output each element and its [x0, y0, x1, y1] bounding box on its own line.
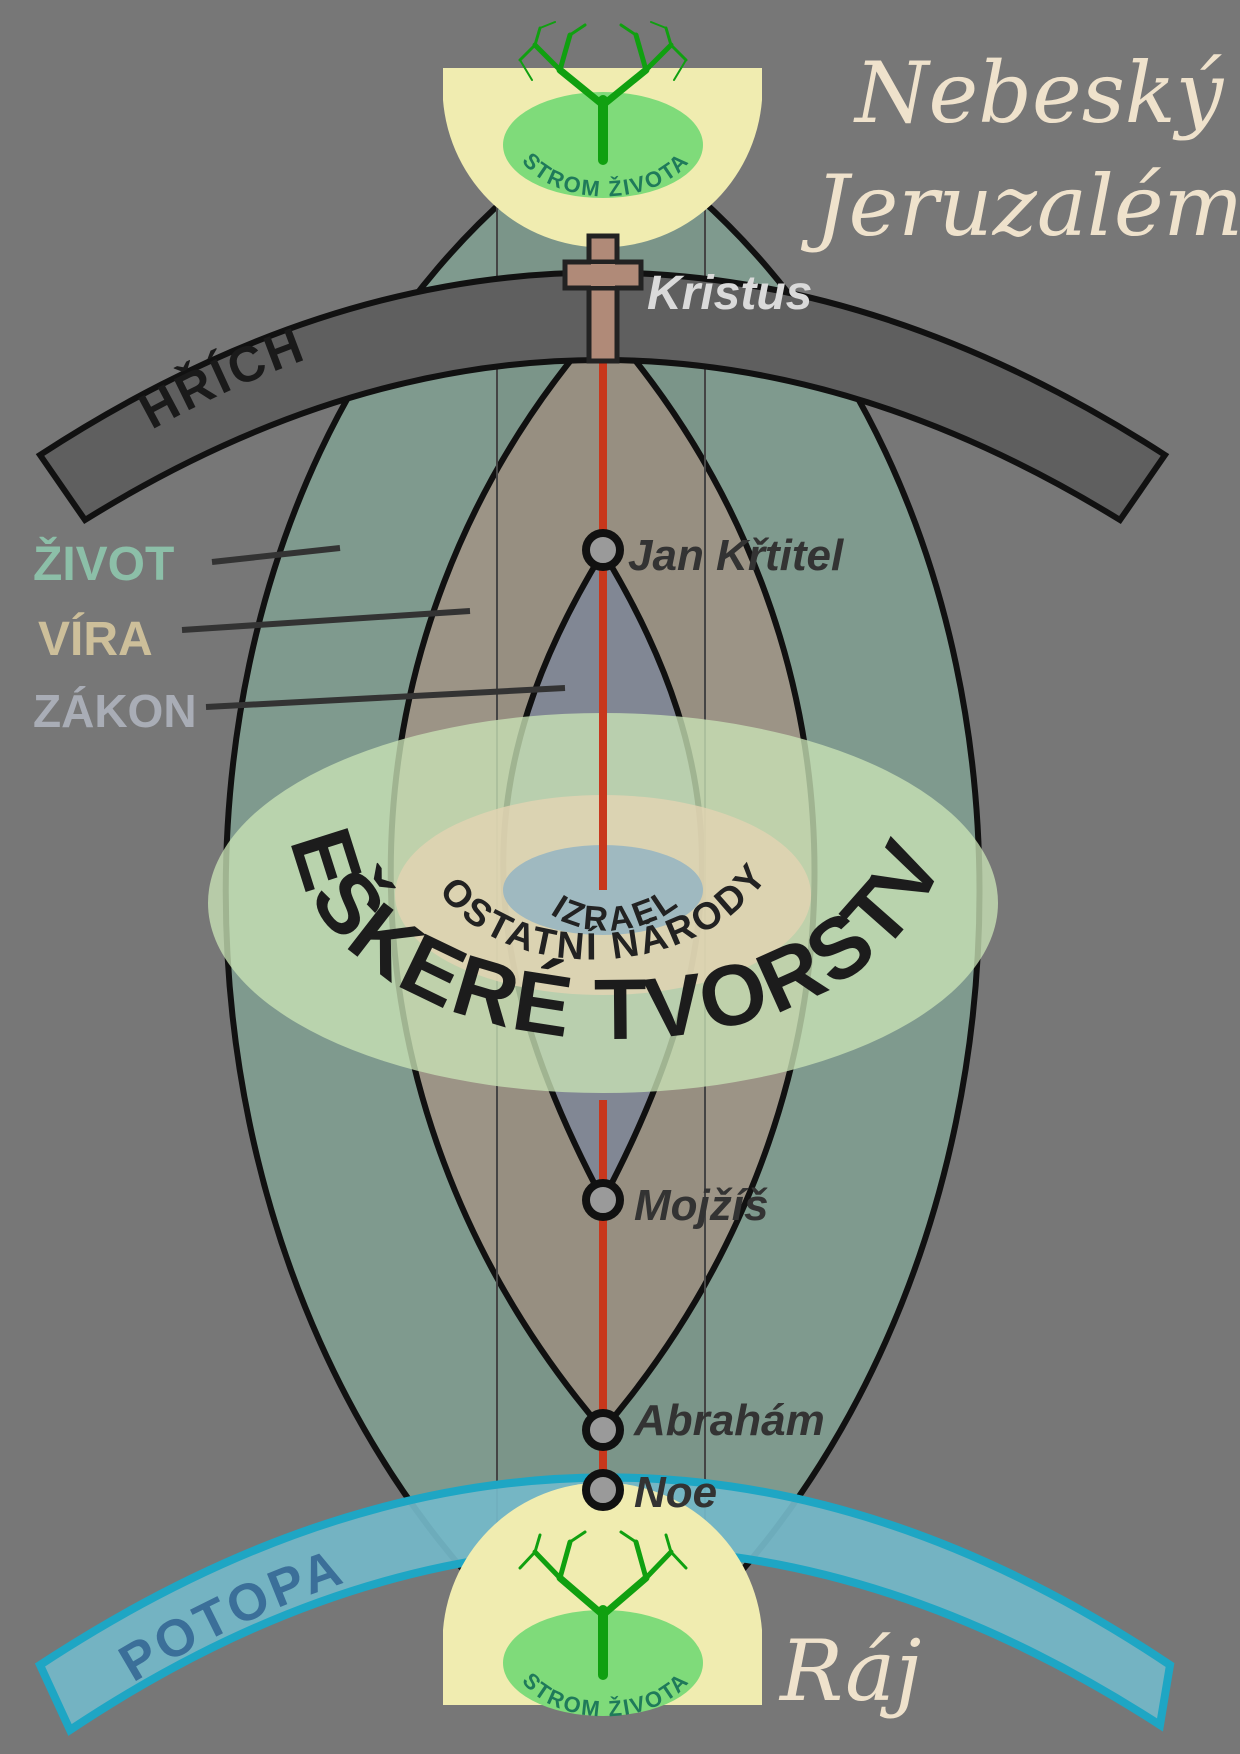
- node-mojzis: [582, 1179, 624, 1221]
- node-abraham: [582, 1409, 624, 1451]
- label-jan: Jan Křtitel: [628, 531, 844, 580]
- tree-icon: [518, 21, 688, 165]
- title-line2: Jeruzalém: [800, 157, 1240, 255]
- label-noe: Noe: [634, 1468, 717, 1517]
- bottom-tree-of-life: STROM ŽIVOTA: [443, 1482, 762, 1722]
- node-noe: [582, 1469, 624, 1511]
- label-kristus: Kristus: [647, 267, 812, 320]
- legend-vira: VÍRA: [38, 612, 153, 666]
- label-mojzis: Mojžíš: [634, 1181, 768, 1230]
- flood-band: [34, 1473, 1175, 1736]
- sin-band: [35, 269, 1170, 525]
- legend: ŽIVOT VÍRA ZÁKON: [33, 536, 566, 737]
- node-jan: [582, 529, 624, 571]
- title-line1: Nebeský: [853, 44, 1225, 142]
- paradise-label: Ráj: [778, 1622, 921, 1720]
- legend-zakon: ZÁKON: [33, 685, 197, 737]
- top-tree-of-life: STROM ŽIVOTA: [443, 21, 762, 248]
- label-abraham: Abrahám: [633, 1396, 825, 1445]
- legend-zakon-pointer: [205, 685, 566, 710]
- legend-zivot: ŽIVOT: [33, 536, 174, 591]
- cross-icon: [562, 233, 644, 364]
- tree-icon: [518, 1530, 688, 1680]
- legend-vira-pointer: [181, 608, 471, 633]
- legend-zivot-pointer: [211, 545, 341, 565]
